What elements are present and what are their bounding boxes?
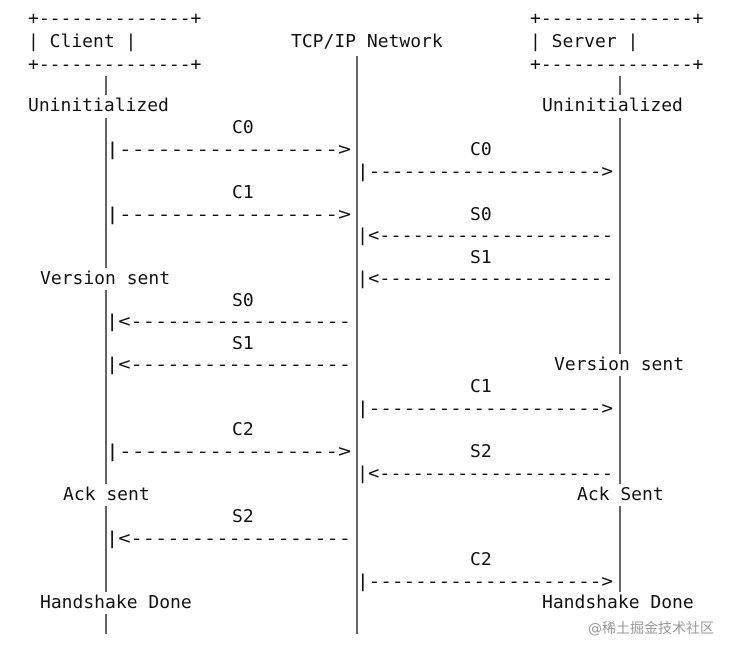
client-box-top-border: +--------------+ xyxy=(28,8,202,29)
client-box-bottom-border: +--------------+ xyxy=(28,54,202,75)
arrow-c2-network-to-server: |--------------------> xyxy=(357,571,613,592)
message-label-s2-client: S2 xyxy=(232,506,254,527)
arrow-c1-client-to-network: |-----------------> xyxy=(106,204,351,225)
arrow-s2-network-to-client: |<------------------ xyxy=(106,528,351,549)
client-box-label: | Client | xyxy=(28,31,136,52)
server-box-top-border: +--------------+ xyxy=(530,8,704,29)
arrow-c0-client-to-network: |-----------------> xyxy=(106,139,351,160)
message-label-c2-client: C2 xyxy=(232,419,254,440)
client-box: +--------------+ | Client | +-----------… xyxy=(28,8,202,75)
message-label-c0-server: C0 xyxy=(470,139,492,160)
client-state-uninitialized: Uninitialized xyxy=(28,95,169,116)
message-label-c0-client: C0 xyxy=(232,117,254,138)
client-state-handshake-done: Handshake Done xyxy=(40,592,192,613)
client-state-ack-sent: Ack sent xyxy=(63,484,150,505)
server-box: +--------------+ | Server | +-----------… xyxy=(530,8,704,75)
watermark: @稀土掘金技术社区 xyxy=(588,621,714,637)
server-state-version-sent: Version sent xyxy=(554,354,684,375)
message-label-s1-client: S1 xyxy=(232,333,254,354)
message-label-c1-server: C1 xyxy=(470,376,492,397)
client-state-version-sent: Version sent xyxy=(40,268,170,289)
arrow-c2-client-to-network: |-----------------> xyxy=(106,441,351,462)
message-label-s0-client: S0 xyxy=(232,290,254,311)
message-label-s2-server: S2 xyxy=(470,441,492,462)
arrow-c0-network-to-server: |--------------------> xyxy=(357,161,613,182)
server-state-uninitialized: Uninitialized xyxy=(542,95,683,116)
message-label-s1-server: S1 xyxy=(470,247,492,268)
server-state-handshake-done: Handshake Done xyxy=(542,592,694,613)
server-state-ack-sent: Ack Sent xyxy=(577,484,664,505)
server-box-bottom-border: +--------------+ xyxy=(530,54,704,75)
message-label-c1-client: C1 xyxy=(232,182,254,203)
arrow-s0-network-to-client: |<------------------ xyxy=(106,311,351,332)
arrow-s1-network-to-client: |<------------------ xyxy=(106,354,351,375)
network-label: TCP/IP Network xyxy=(291,31,443,52)
lifelines xyxy=(105,56,621,634)
message-label-c2-server: C2 xyxy=(470,549,492,570)
arrow-c1-network-to-server: |--------------------> xyxy=(357,398,613,419)
arrow-s0-server-to-network: |<--------------------- xyxy=(357,225,613,246)
server-box-label: | Server | xyxy=(530,31,638,52)
message-label-s0-server: S0 xyxy=(470,204,492,225)
arrow-s1-server-to-network: |<--------------------- xyxy=(357,268,613,289)
arrow-s2-server-to-network: |<--------------------- xyxy=(357,463,613,484)
